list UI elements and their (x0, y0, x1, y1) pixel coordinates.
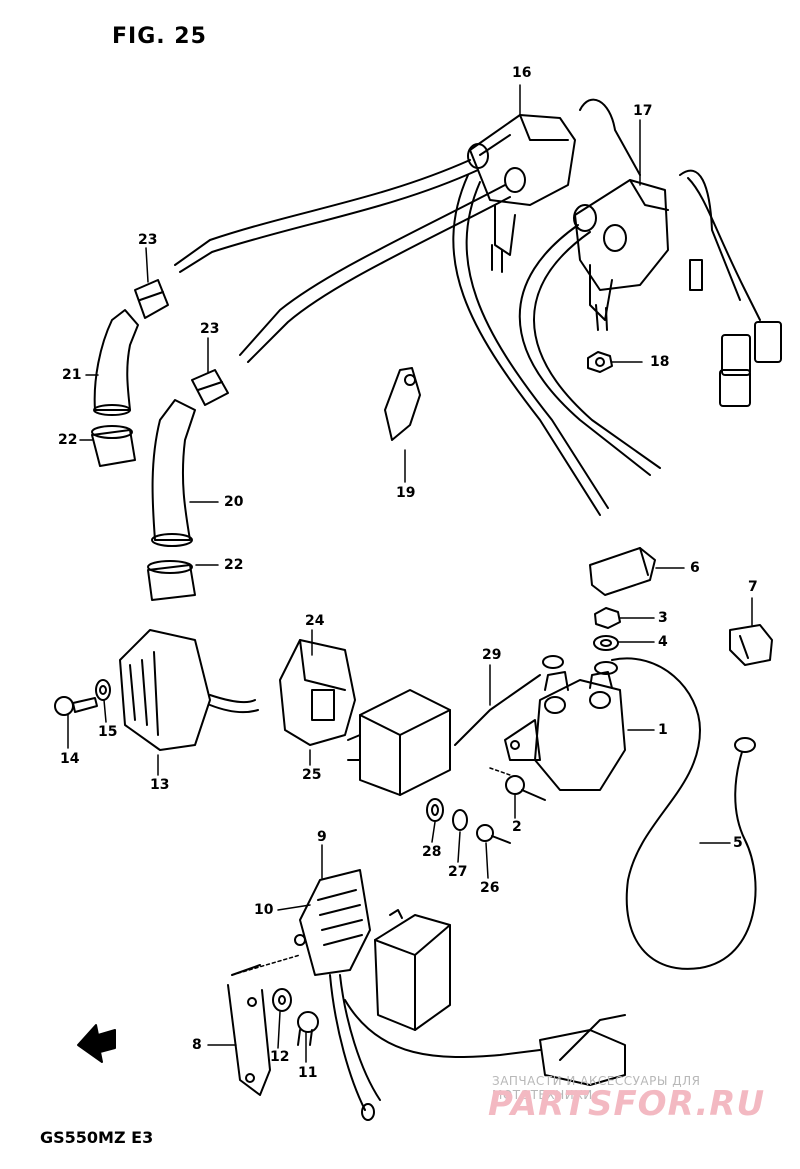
ring-23-lower (192, 370, 228, 405)
spark-plug-cap-21 (94, 310, 138, 415)
front-arrow-icon (78, 1025, 115, 1062)
fuse-box-9 (295, 870, 370, 975)
ignition-coil-17 (574, 180, 702, 330)
part-label-23: 23 (200, 321, 220, 337)
harness (330, 975, 625, 1120)
part-label-16: 16 (512, 65, 532, 81)
part-label-17: 17 (633, 103, 653, 119)
part-label-18: 18 (650, 354, 670, 370)
part-label-9: 9 (317, 829, 327, 845)
washer-15 (96, 680, 110, 700)
washer-relay (595, 662, 617, 674)
part-label-5: 5 (733, 835, 743, 851)
part-label-24: 24 (305, 613, 325, 629)
part-label-20: 20 (224, 494, 244, 510)
washer-12 (273, 989, 291, 1011)
part-label-8: 8 (192, 1037, 202, 1053)
nut-18 (588, 352, 612, 372)
bolt-14 (55, 697, 97, 715)
part-label-29: 29 (482, 647, 502, 663)
fuse-box-24 (280, 640, 355, 745)
part-label-23: 23 (138, 232, 158, 248)
part-label-19: 19 (396, 485, 416, 501)
starter-relay-1 (505, 672, 625, 790)
screw-26 (477, 825, 510, 843)
part-label-21: 21 (62, 367, 82, 383)
cover-7 (730, 625, 772, 665)
part-label-3: 3 (658, 610, 668, 626)
part-label-22: 22 (224, 557, 244, 573)
fuse-box-cover-10 (375, 910, 450, 1030)
washer-28 (427, 799, 443, 821)
part-label-14: 14 (60, 751, 80, 767)
terminal-cap-6 (590, 548, 655, 595)
part-label-10: 10 (254, 902, 274, 918)
model-code: GS550MZ E3 (40, 1128, 154, 1147)
coil-wire-loops (580, 100, 781, 406)
part-label-2: 2 (512, 819, 522, 835)
part-label-25: 25 (302, 767, 322, 783)
washer-4 (594, 636, 618, 650)
part-label-22: 22 (58, 432, 78, 448)
watermark-brand: PARTSFOR.RU (488, 1084, 766, 1124)
bracket-8 (228, 965, 270, 1095)
part-label-15: 15 (98, 724, 118, 740)
nut-3 (595, 608, 620, 628)
screw-11 (298, 1012, 318, 1045)
part-label-6: 6 (690, 560, 700, 576)
part-label-11: 11 (298, 1065, 318, 1081)
part-label-26: 26 (480, 880, 500, 896)
spark-plug-cap-20 (152, 400, 195, 546)
part-label-4: 4 (658, 634, 668, 650)
leader-lines (68, 85, 752, 1062)
ht-lead-left-upper (175, 160, 478, 272)
starter-lead-29 (455, 656, 563, 745)
figure-title: FIG. 25 (112, 24, 207, 49)
part-label-1: 1 (658, 722, 668, 738)
washer-27 (453, 810, 467, 830)
ht-lead-left-lower (240, 185, 510, 362)
ht-lead-down-2 (520, 225, 660, 475)
watermark-subtitle: ЗАПЧАСТИ И АКСЕССУАРЫ ДЛЯ МОТОТЕХНИКИ (492, 1074, 701, 1102)
ring-23-upper (135, 280, 168, 318)
cable-5 (612, 658, 756, 968)
part-label-12: 12 (270, 1049, 290, 1065)
screw-2 (506, 776, 545, 800)
ignition-coil-16 (468, 115, 575, 272)
part-label-7: 7 (748, 579, 758, 595)
seal-22-upper (92, 426, 135, 466)
regulator-rectifier-13 (120, 630, 258, 750)
fuse-box-cover (348, 690, 450, 795)
ht-lead-down-1 (453, 175, 608, 515)
part-label-27: 27 (448, 864, 468, 880)
clamp-19 (385, 368, 420, 440)
part-label-13: 13 (150, 777, 170, 793)
seal-22-lower (148, 561, 195, 600)
part-label-28: 28 (422, 844, 442, 860)
